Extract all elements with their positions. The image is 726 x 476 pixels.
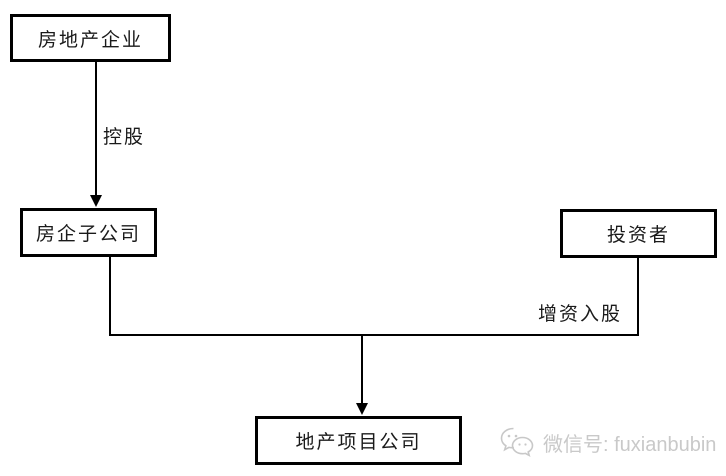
connector-subsidiary-down: [109, 257, 111, 336]
node-label: 投资者: [606, 225, 670, 246]
edge-label-holding: 控股: [103, 127, 146, 148]
arrowhead-down-icon: [90, 195, 102, 207]
node-label: 房企子公司: [35, 224, 141, 245]
node-label: 房地产企业: [37, 29, 143, 51]
node-label: 地产项目公司: [295, 432, 422, 453]
node-subsidiary-company: 房企子公司: [20, 208, 157, 257]
node-investor: 投资者: [560, 209, 717, 258]
watermark: 微信号: fuxianbubin: [500, 426, 716, 458]
connector-horizontal-bus: [109, 334, 639, 336]
edge-label-capital-increase: 增资入股: [538, 304, 623, 325]
arrowhead-down-icon: [356, 403, 368, 415]
node-project-company: 地产项目公司: [255, 416, 462, 465]
connector-parent-to-subsidiary: [95, 62, 97, 196]
node-real-estate-enterprise: 房地产企业: [10, 14, 171, 62]
watermark-text: 微信号: fuxianbubin: [543, 433, 717, 456]
connector-investor-down: [637, 258, 639, 336]
connector-to-project: [361, 336, 363, 404]
wechat-icon: [500, 426, 536, 458]
